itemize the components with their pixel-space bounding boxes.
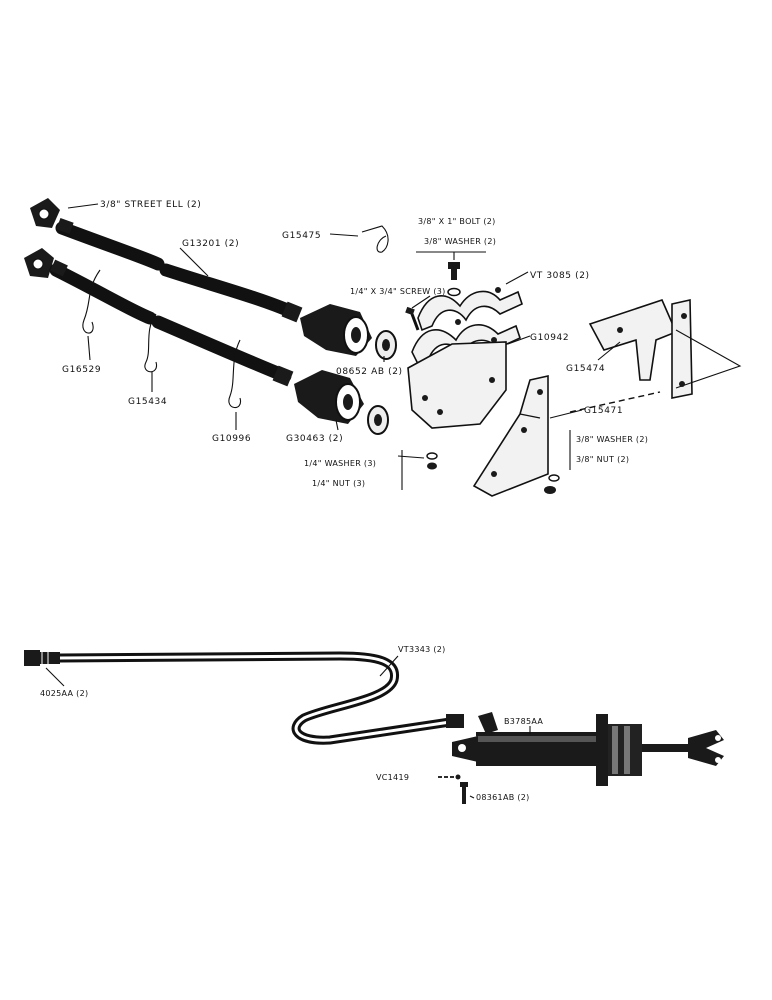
label-bolt: 3/8" X 1" BOLT (2) [418, 217, 496, 226]
lower-assembly: VT3343 (2) 4025AA (2) B3785AA VC1419 083… [24, 645, 724, 804]
clip-g16529 [82, 269, 101, 334]
label-washer-3-8-top: 3/8" WASHER (2) [424, 237, 496, 246]
hose-lower [49, 259, 294, 387]
street-ell-lower [24, 248, 54, 278]
label-vt3085: VT 3085 (2) [530, 271, 590, 281]
label-screw: 1/4" X 3/4" SCREW (3) [350, 287, 446, 296]
upper-assembly: 3/8" STREET ELL (2) G13201 (2) G15475 3/… [24, 198, 742, 497]
label-vt3343: VT3343 (2) [398, 645, 446, 654]
label-4025aa: 4025AA (2) [40, 689, 88, 698]
lower-leaders [45, 655, 531, 799]
coupler-plug-lower [367, 405, 389, 435]
bracket-g15474 [588, 299, 742, 399]
label-b3785aa: B3785AA [504, 717, 543, 726]
street-ell-upper [30, 198, 60, 228]
bracket-g10942 [407, 341, 507, 429]
label-g30463: G30463 (2) [286, 434, 343, 444]
label-nut-1-4: 1/4" NUT (3) [312, 479, 365, 488]
coupler-plug-upper [375, 330, 397, 360]
label-g15434: G15434 [128, 397, 167, 407]
label-g10996: G10996 [212, 434, 251, 444]
clevis-pin-08361ab [460, 782, 468, 804]
upper-leaders [67, 203, 621, 490]
label-g15475: G15475 [282, 231, 321, 241]
fitting-4025aa [24, 650, 60, 666]
label-08652ab: 08652 AB (2) [336, 367, 403, 377]
pin-vc1419 [438, 774, 461, 780]
label-street-ell: 3/8" STREET ELL (2) [100, 200, 201, 210]
label-g15474: G15474 [566, 364, 605, 374]
label-washer-1-4: 1/4" WASHER (3) [304, 459, 376, 468]
label-nut-3-8: 3/8" NUT (2) [576, 455, 629, 464]
label-vc1419: VC1419 [376, 773, 409, 782]
clip-g15475 [361, 225, 389, 253]
washer-nut-1-4 [426, 452, 438, 470]
clip-g15434 [144, 313, 158, 373]
bracket-connection-dashed [569, 391, 661, 413]
label-g15471: G15471 [584, 406, 623, 416]
coupler-upper [300, 304, 372, 356]
hose-end-fitting [446, 714, 464, 728]
label-g10942: G10942 [530, 333, 569, 343]
cylinder-b3785aa [452, 712, 724, 786]
hose-upper [55, 217, 303, 323]
label-08361ab: 08361AB (2) [476, 793, 530, 802]
coupler-lower [294, 370, 364, 424]
label-g16529: G16529 [62, 365, 101, 375]
label-washer-3-8: 3/8" WASHER (2) [576, 435, 648, 444]
label-g13201: G13201 (2) [182, 239, 239, 249]
bracket-g15471 [472, 375, 549, 497]
screw-1-4 [405, 306, 420, 331]
bolt-3-8 [447, 262, 461, 297]
clip-g10996 [228, 339, 242, 409]
washer-nut-3-8 [544, 474, 560, 494]
hose-vt3343 [55, 651, 455, 745]
